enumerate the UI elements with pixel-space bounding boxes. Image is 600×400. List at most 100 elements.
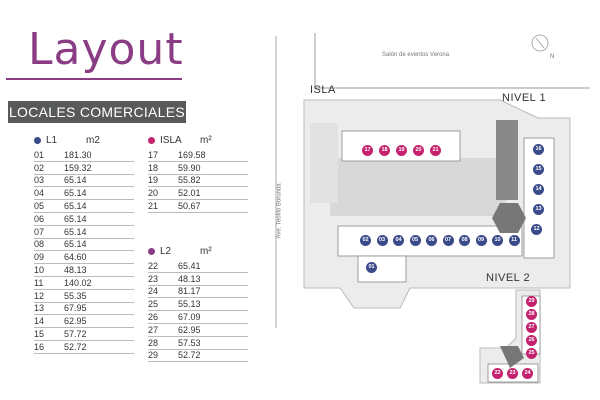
table-row: 05 65.14: [34, 200, 134, 213]
store-badge-21[interactable]: 21: [430, 145, 441, 156]
store-badge-23[interactable]: 23: [507, 368, 518, 379]
store-badge-10[interactable]: 10: [492, 235, 503, 246]
store-number: 19: [148, 175, 159, 186]
table-row: 15 57.72: [34, 328, 134, 341]
store-number: 09: [34, 252, 45, 263]
store-badge-14[interactable]: 14: [533, 184, 544, 195]
store-badge-24[interactable]: 24: [522, 368, 533, 379]
store-area: 81.17: [178, 286, 201, 297]
store-badge-09[interactable]: 09: [475, 235, 487, 246]
table-row: 03 65.14: [34, 175, 134, 188]
table-row: 04 65.14: [34, 187, 134, 201]
store-area: 65.14: [64, 200, 87, 211]
store-number: 15: [34, 328, 45, 339]
store-area: 65.41: [178, 260, 201, 271]
store-badge-17[interactable]: 17: [362, 145, 373, 156]
store-badge-16[interactable]: 16: [533, 144, 544, 155]
store-number: 03: [34, 175, 45, 186]
store-area: 64.60: [64, 252, 87, 263]
store-badge-27[interactable]: 27: [526, 322, 537, 333]
store-number: 26: [148, 311, 159, 322]
store-area: 57.53: [178, 337, 201, 348]
store-badge-20[interactable]: 20: [413, 145, 424, 156]
store-number: 17: [148, 149, 159, 160]
label-isla: ISLA: [310, 84, 336, 96]
store-badge-04[interactable]: 04: [393, 235, 404, 246]
store-badge-22[interactable]: 22: [492, 368, 503, 379]
store-badge-19[interactable]: 19: [396, 145, 407, 156]
store-area: 65.14: [64, 175, 87, 186]
store-area: 65.14: [64, 188, 87, 199]
store-number: 25: [148, 299, 159, 310]
store-number: 04: [34, 188, 45, 199]
store-badge-08[interactable]: 08: [459, 235, 470, 246]
store-number: 06: [34, 213, 45, 224]
store-badge-26[interactable]: 26: [526, 335, 537, 346]
store-number: 24: [148, 286, 159, 297]
table-row: 09 64.60: [34, 251, 134, 265]
l1-dot-icon: [34, 136, 41, 144]
store-number: 27: [148, 324, 159, 335]
store-area: 159.32: [64, 162, 92, 173]
table-isla-header: ISLA m²: [148, 133, 248, 147]
store-badge-03[interactable]: 03: [376, 235, 388, 246]
store-number: 14: [34, 316, 45, 327]
store-number: 16: [34, 341, 45, 352]
l2-dot-icon: [148, 247, 155, 255]
store-number: 01: [34, 149, 45, 160]
store-area: 55.35: [64, 290, 87, 301]
floor-plan-map: ISLA NIVEL 1 NIVEL 2 Salón de eventos Ve…: [270, 28, 600, 400]
table-row: 25 55.13: [148, 298, 248, 312]
store-number: 10: [34, 264, 45, 275]
table-l2-unit: m²: [200, 245, 212, 257]
table-l1-header: L1 m2: [34, 133, 134, 147]
label-nivel2: NIVEL 2: [486, 272, 531, 284]
store-badge-12[interactable]: 12: [531, 224, 542, 235]
store-badge-07[interactable]: 07: [442, 235, 454, 246]
store-badge-06[interactable]: 06: [426, 235, 437, 246]
store-badge-25[interactable]: 25: [526, 348, 537, 359]
section-banner: LOCALES COMERCIALES: [8, 101, 186, 123]
store-area: 67.95: [64, 303, 87, 314]
store-area: 55.82: [178, 175, 201, 186]
store-number: 13: [34, 303, 45, 314]
store-number: 08: [34, 239, 45, 250]
store-area: 52.01: [178, 188, 201, 199]
table-row: 12 55.35: [34, 290, 134, 303]
store-number: 05: [34, 200, 45, 211]
isla-dot-icon: [148, 136, 155, 144]
store-area: 55.13: [178, 299, 201, 310]
store-badge-15[interactable]: 15: [533, 164, 544, 175]
store-badge-11[interactable]: 11: [508, 235, 520, 246]
page-title: Layout: [28, 24, 184, 75]
store-area: 57.72: [64, 328, 87, 339]
store-badge-13[interactable]: 13: [533, 204, 544, 215]
table-isla-unit: m²: [200, 134, 212, 146]
table-row: 08 65.14: [34, 239, 134, 252]
store-badge-01[interactable]: 01: [366, 262, 377, 273]
store-badge-29[interactable]: 29: [526, 296, 537, 307]
store-badge-28[interactable]: 28: [526, 309, 537, 320]
store-badge-02[interactable]: 02: [360, 235, 371, 246]
store-area: 65.14: [64, 239, 87, 250]
store-badge-05[interactable]: 05: [409, 235, 421, 246]
store-badge-18[interactable]: 18: [379, 145, 390, 156]
store-number: 12: [34, 290, 45, 301]
store-area: 65.14: [64, 213, 87, 224]
